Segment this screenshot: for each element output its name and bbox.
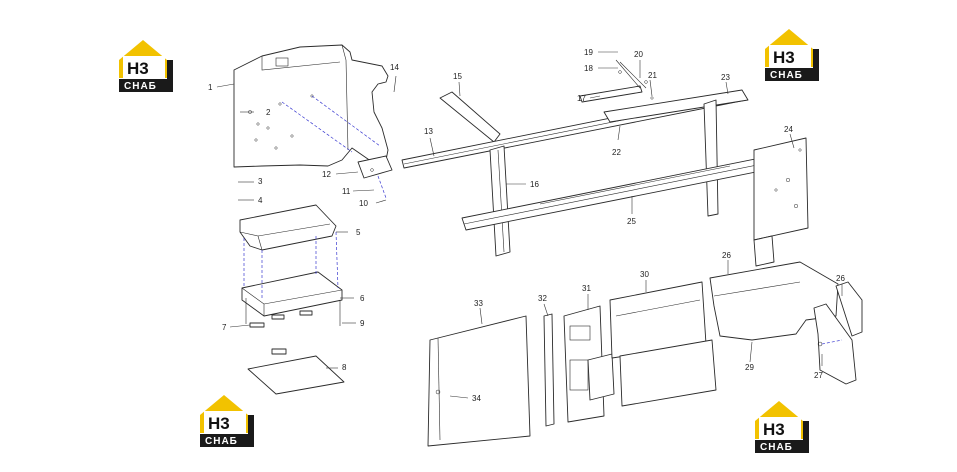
callout-label: 1: [208, 83, 213, 92]
callout-label: 10: [359, 199, 368, 208]
logo-word-text: CHAБ: [760, 442, 793, 453]
logo-word-text: CHAБ: [205, 436, 238, 447]
part-box-tray: [241, 231, 343, 326]
callout-label: 24: [784, 125, 793, 134]
logo-mark-text: H3: [208, 414, 230, 433]
logo-graphic: H3 CHAБ: [200, 395, 254, 447]
part-strip: [271, 348, 287, 355]
callout-label: 15: [453, 72, 462, 81]
logo-mark-text: H3: [763, 420, 785, 439]
callout-label: 5: [356, 228, 361, 237]
panel-edge: [437, 337, 441, 441]
logo-watermark: H3 CHAБ: [761, 27, 823, 83]
callout-label: 13: [424, 127, 433, 136]
callout-label: 34: [472, 394, 481, 403]
callout-label: 22: [612, 148, 621, 157]
callout-label: 33: [474, 299, 483, 308]
assembly-line: [821, 339, 843, 345]
callout-label: 27: [814, 371, 823, 380]
callout-label: 19: [584, 48, 593, 57]
panel-hole: [435, 389, 441, 395]
callout-label: 18: [584, 64, 593, 73]
part-vertical-strip: [543, 313, 555, 427]
callout-label: 17: [577, 94, 586, 103]
callout-label: 31: [582, 284, 591, 293]
logo-graphic: H3 CHAБ: [765, 29, 819, 81]
callout-label: 2: [266, 108, 271, 117]
callout-label: 32: [538, 294, 547, 303]
callout-label: 8: [342, 363, 347, 372]
mount-cutout: [569, 325, 591, 341]
part-side-panel: [427, 315, 531, 447]
logo-watermark: H3 CHAБ: [115, 38, 177, 94]
part-strip: [249, 322, 265, 328]
callout-label: 30: [640, 270, 649, 279]
callout-label: 9: [360, 319, 365, 328]
part-guard-plate: [709, 261, 839, 341]
part-bracket: [357, 155, 393, 199]
logo-mark-text: H3: [773, 48, 795, 67]
part-frame-assembly: [401, 89, 809, 267]
logo-watermark: H3 CHAБ: [196, 393, 258, 449]
part-cover-panel: [619, 339, 717, 407]
mount-cutout: [569, 359, 589, 391]
logo-graphic: H3 CHAБ: [119, 40, 173, 92]
part-top-bracket: [579, 59, 654, 103]
callout-label: 12: [322, 170, 331, 179]
part-side-bracket: [813, 303, 857, 385]
part-cover-plate: [233, 44, 389, 168]
leader-lines: [216, 51, 843, 399]
callout-label: 20: [634, 50, 643, 59]
callout-label: 3: [258, 177, 263, 186]
logo-word-text: CHAБ: [124, 81, 157, 92]
callout-label: 29: [745, 363, 754, 372]
callout-label: 23: [721, 73, 730, 82]
logo-mark-text: H3: [127, 59, 149, 78]
logo-watermark: H3 CHAБ: [751, 399, 813, 455]
callout-labels: 1 2 3 4 5 6 7 8 9 10 11 12 13 14 15 16 1…: [208, 48, 845, 403]
callout-label: 26: [722, 251, 731, 260]
callout-label: 26: [836, 274, 845, 283]
panel-seam: [615, 299, 701, 317]
part-strip: [271, 314, 285, 320]
guard-seam: [713, 281, 801, 297]
logo-word-text: CHAБ: [770, 70, 803, 81]
logo-graphic: H3 CHAБ: [755, 401, 809, 453]
callout-label: 21: [648, 71, 657, 80]
callout-label: 11: [342, 187, 351, 196]
part-mount-block: [587, 353, 615, 401]
part-side-bracket: [835, 281, 863, 337]
callout-label: 16: [530, 180, 539, 189]
part-strip: [299, 310, 313, 316]
part-mat: [247, 355, 345, 395]
callout-label: 6: [360, 294, 365, 303]
part-box-lid: [239, 204, 337, 251]
callout-label: 7: [222, 323, 227, 332]
callout-label: 25: [627, 217, 636, 226]
callout-label: 4: [258, 196, 263, 205]
callout-label: 14: [390, 63, 399, 72]
